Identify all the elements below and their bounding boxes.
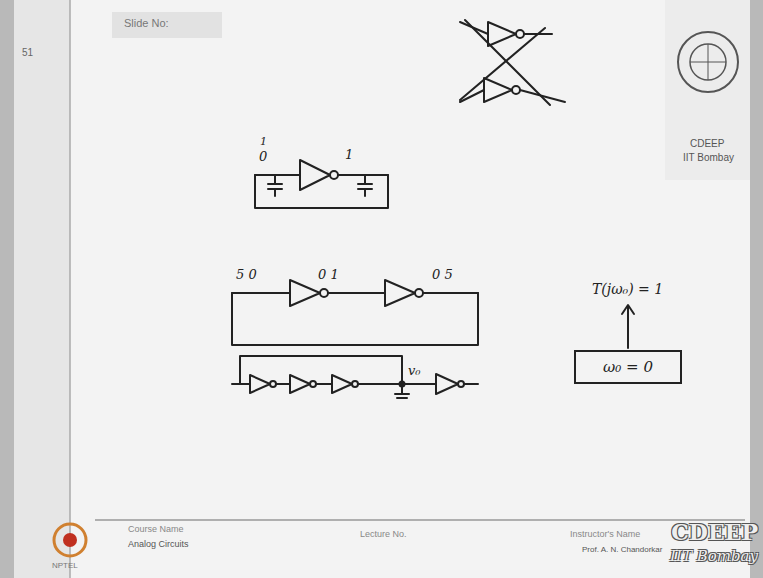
logo-text: IIT Bombay — [683, 152, 734, 163]
instructor-name: Prof. A. N. Chandorkar — [582, 546, 662, 555]
course-name: Analog Circuits — [128, 540, 189, 550]
footer-rule — [95, 519, 745, 521]
slide-number: 51 — [22, 47, 33, 58]
slide-no-box — [112, 12, 222, 38]
condition-box: ω₀ = 0 — [574, 350, 682, 384]
node-voltage: v₀ — [408, 364, 421, 378]
logo-text: CDEEP — [690, 138, 724, 149]
front-sheet — [70, 0, 750, 578]
logic-level: 1 — [345, 148, 353, 162]
logic-level: 0 — [259, 150, 267, 164]
logic-level: 5 0 — [236, 268, 257, 282]
nptel-logo — [54, 524, 86, 556]
logic-level: 0 5 — [432, 268, 453, 282]
logo-panel — [665, 0, 750, 180]
slide-number-caption: Slide No: — [124, 17, 169, 29]
footer-field: Lecture No. — [360, 530, 407, 540]
condition-text: ω₀ = 0 — [588, 358, 668, 376]
logic-level: 1 — [260, 136, 267, 148]
watermark: IIT Bombay — [670, 548, 758, 565]
logo-emblem — [678, 32, 738, 92]
footer-field: Course Name — [128, 525, 184, 535]
loop-gain-condition: T(jω₀) = 1 — [592, 282, 663, 297]
nptel-text: NPTEL — [52, 562, 78, 571]
footer-field: Instructor's Name — [570, 530, 640, 540]
watermark: CDEEP — [671, 520, 758, 544]
circuit-sketch — [232, 20, 634, 398]
logic-level: 0 1 — [318, 268, 339, 282]
